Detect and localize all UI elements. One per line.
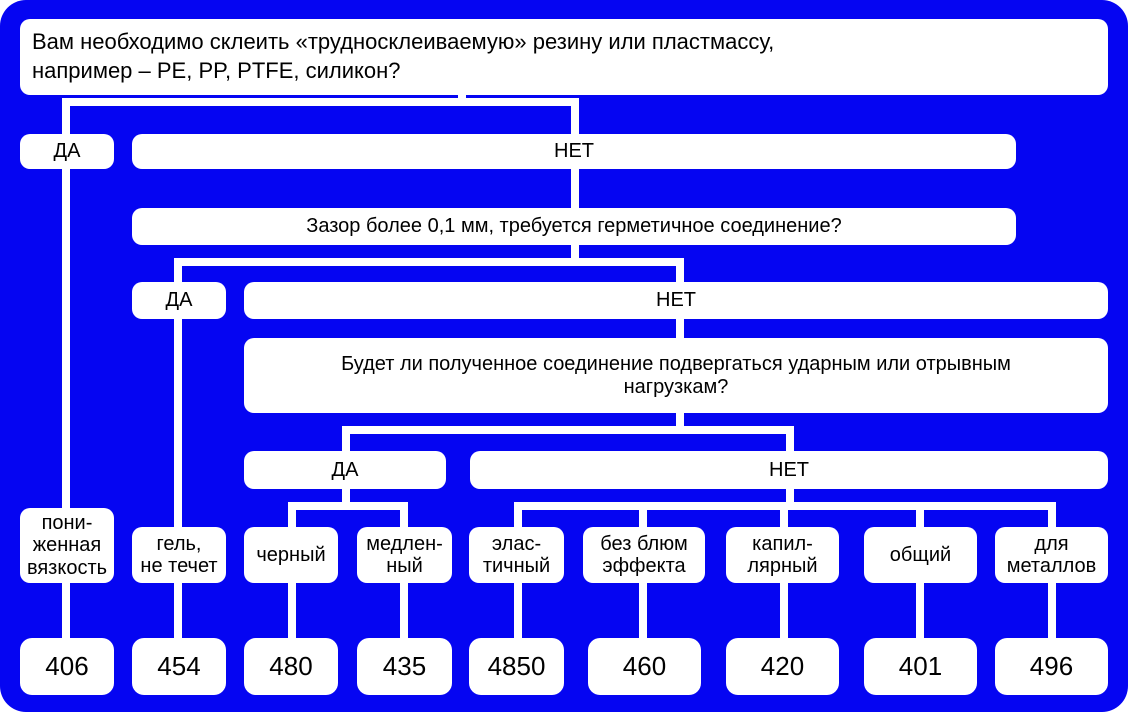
- leaf-label-line: тичный: [482, 555, 551, 577]
- connector: [639, 502, 647, 528]
- connector: [780, 502, 788, 528]
- product-number-box: 4850: [469, 638, 564, 695]
- connector: [786, 488, 794, 506]
- leaf-label-line: черный: [256, 543, 326, 566]
- connector: [62, 98, 579, 106]
- question-3-box: Будет ли полученное соединение подвергат…: [244, 338, 1108, 413]
- connector: [288, 502, 408, 510]
- connector: [676, 412, 684, 432]
- q1-yes-box: ДА: [20, 134, 114, 169]
- leaf-label-line: капил-: [752, 532, 813, 555]
- q3-yes-box: ДА: [244, 451, 446, 489]
- leaf-label-line: элас-: [491, 532, 542, 555]
- product-number-box: 406: [20, 638, 114, 695]
- q2-no-box: НЕТ: [244, 282, 1108, 319]
- leaf-property-box: элас-тичный: [469, 527, 564, 583]
- product-number-box: 420: [726, 638, 839, 695]
- product-number-box: 435: [357, 638, 452, 695]
- leaf-label-line: без блюм: [600, 532, 688, 555]
- q2-yes-box: ДА: [132, 282, 226, 319]
- leaf-label-line: лярный: [747, 555, 818, 577]
- connector: [62, 580, 70, 640]
- connector: [342, 426, 794, 434]
- leaf-property-box: общий: [864, 527, 977, 583]
- question-2-box: Зазор более 0,1 мм, требуется герметично…: [132, 208, 1016, 245]
- leaf-label-line: металлов: [1006, 555, 1097, 577]
- leaf-label-line: общий: [889, 543, 952, 566]
- connector: [639, 580, 647, 640]
- connector: [62, 98, 70, 510]
- connector: [174, 258, 684, 266]
- product-number-box: 480: [244, 638, 338, 695]
- leaf-label-line: эффекта: [602, 555, 686, 577]
- question-3-line2: нагрузкам?: [623, 375, 729, 398]
- connector: [400, 502, 408, 528]
- product-number-box: 460: [588, 638, 701, 695]
- connector: [174, 258, 182, 528]
- connector: [342, 426, 350, 452]
- connector: [174, 580, 182, 640]
- leaf-label-line: женная: [32, 534, 102, 557]
- product-number-box: 454: [132, 638, 226, 695]
- product-number-box: 496: [995, 638, 1108, 695]
- connector: [342, 488, 350, 506]
- leaf-label-line: медлен-: [366, 532, 443, 555]
- connector: [288, 502, 296, 528]
- connector: [400, 580, 408, 640]
- q1-no-box: НЕТ: [132, 134, 1016, 169]
- connector: [1048, 580, 1056, 640]
- leaf-label-line: для: [1034, 532, 1069, 555]
- leaf-label-line: не течет: [140, 555, 218, 577]
- product-number-box: 401: [864, 638, 977, 695]
- connector: [288, 580, 296, 640]
- leaf-label-line: пони-: [41, 511, 93, 534]
- connector: [916, 502, 924, 528]
- connector: [786, 426, 794, 452]
- leaf-property-box: медлен-ный: [357, 527, 452, 583]
- leaf-label-line: вязкость: [26, 556, 108, 579]
- connector: [780, 580, 788, 640]
- question-1-box: Вам необходимо склеить «трудносклеиваему…: [20, 19, 1108, 95]
- connector: [1048, 502, 1056, 528]
- leaf-label-line: ный: [386, 555, 423, 577]
- leaf-property-box: черный: [244, 527, 338, 583]
- connector: [916, 580, 924, 640]
- leaf-label-line: гель,: [156, 532, 202, 555]
- q3-no-box: НЕТ: [470, 451, 1108, 489]
- connector: [514, 502, 522, 528]
- leaf-property-box: капил-лярный: [726, 527, 839, 583]
- leaf-property-box: гель,не течет: [132, 527, 226, 583]
- connector: [571, 244, 579, 264]
- question-3-line1: Будет ли полученное соединение подвергат…: [341, 353, 1011, 376]
- connector: [514, 580, 522, 640]
- question-1-line2: например – PE, PP, PTFE, силикон?: [32, 58, 401, 83]
- question-1-line1: Вам необходимо склеить «трудносклеиваему…: [32, 29, 775, 55]
